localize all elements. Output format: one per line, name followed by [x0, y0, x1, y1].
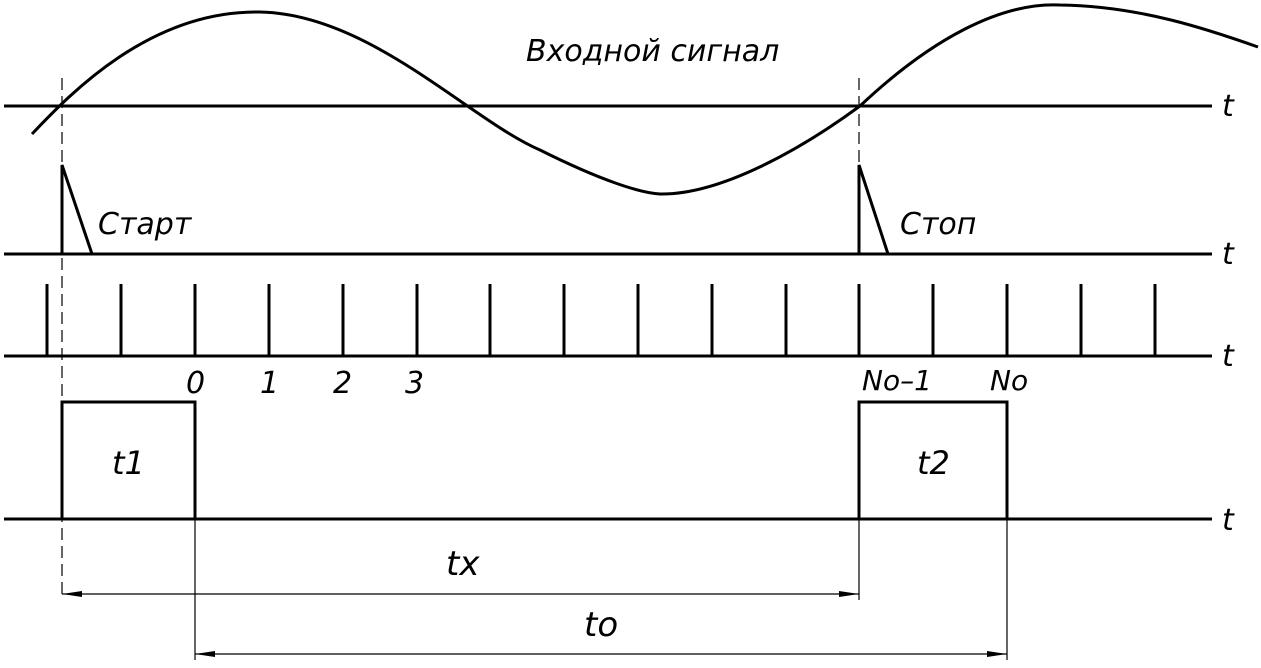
dimension-label-to: to: [584, 605, 618, 645]
stop-pulse: [857, 164, 890, 255]
clock-pulses: [45, 284, 1157, 356]
pulse-label-2: 2: [333, 366, 352, 401]
pulse-label-3: 3: [405, 366, 424, 401]
gate-label-t1: t1: [112, 444, 145, 482]
pulse-label-0: 0: [186, 366, 205, 401]
input-sine-wave: [30, 3, 1259, 196]
gate-t2: [857, 400, 1009, 519]
pulse-label-no-minus-1: No–1: [862, 364, 932, 397]
start-label: Старт: [98, 207, 193, 242]
gate-label-t2: t2: [917, 444, 950, 482]
axis-t-label-3: t: [1222, 339, 1235, 374]
pulse-label-no: No: [990, 364, 1028, 397]
pulse-label-1: 1: [260, 366, 279, 401]
dimension-label-tx: tx: [446, 544, 480, 584]
axis-t-label-1: t: [1222, 89, 1235, 124]
axis-t-label-4: t: [1222, 503, 1235, 538]
stop-label: Стоп: [900, 207, 976, 242]
start-pulse: [60, 164, 94, 255]
axis-t-label-2: t: [1222, 237, 1235, 272]
title-label: Входной сигнал: [526, 34, 779, 69]
